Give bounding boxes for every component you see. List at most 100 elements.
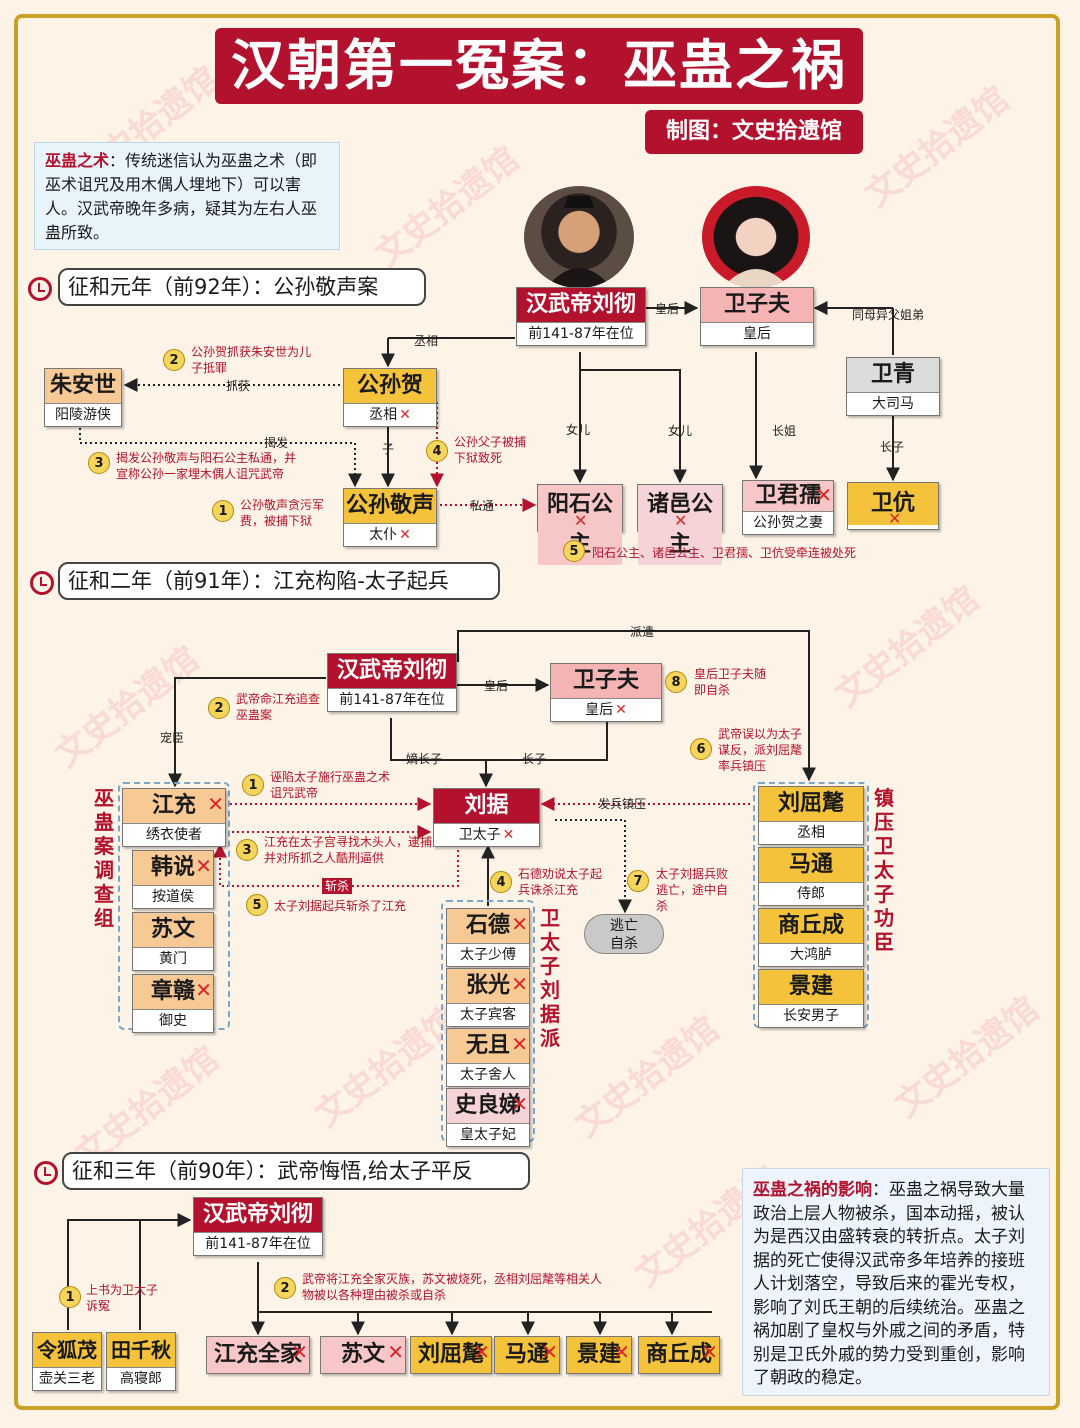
dead-mark: ✕ — [615, 702, 627, 718]
intro-box: 巫蛊之术：传统迷信认为巫蛊之术（即巫术诅咒及用木偶人埋地下）可以害人。汉武帝晚年… — [34, 142, 340, 250]
node-name: 令狐茂 — [33, 1333, 101, 1367]
person-node[interactable]: 刘屈氂✕ — [410, 1336, 492, 1374]
label-zhangzi: 长子 — [880, 440, 905, 454]
credit-banner: 制图：文史拾遗馆 — [645, 110, 863, 154]
step-number: 4 — [490, 871, 512, 893]
clock-icon — [34, 1161, 58, 1185]
node-name: 朱安世 — [45, 369, 121, 403]
node-name: 刘据 — [434, 789, 539, 823]
step-number: 2 — [208, 697, 230, 719]
person-node[interactable]: 石德✕太子少傅 — [446, 908, 530, 967]
zhuanshi-node[interactable]: 朱安世阳陵游侠 — [44, 368, 122, 427]
node-name: 无且 — [447, 1029, 529, 1063]
person-node[interactable]: 史良娣✕皇太子妃 — [446, 1088, 530, 1147]
wudi-node[interactable]: 汉武帝刘彻前141-87年在位 — [516, 287, 646, 346]
node-name: 诸邑公主 — [638, 485, 722, 565]
label-huanghou: 皇后 — [484, 679, 509, 693]
node-name: 张光 — [447, 969, 529, 1003]
label-paiqian: 派遣 — [630, 625, 655, 639]
person-node[interactable]: 韩说✕按道侯 — [132, 850, 214, 909]
person-node[interactable]: 景建长安男子 — [758, 969, 864, 1028]
person-node[interactable]: 江充全家✕ — [206, 1336, 310, 1374]
pill-line: 自杀 — [610, 936, 638, 952]
node-name: 卫青 — [847, 358, 939, 392]
annotation-2-5: 太子刘据起兵斩杀了江充 — [274, 899, 407, 913]
group-label-mid: 卫太子刘据派 — [540, 906, 560, 1050]
node-name: 卫伉 — [848, 483, 938, 525]
dead-mark: ✕ — [207, 792, 224, 816]
node-sub: 阳陵游侠 — [45, 403, 121, 426]
person-node[interactable]: 苏文黄门 — [132, 912, 214, 971]
linghu-node[interactable]: 令狐茂壶关三老 — [32, 1332, 102, 1391]
step-number: 1 — [242, 774, 264, 796]
node-sub: 前141-87年在位 — [517, 322, 645, 345]
weikang-node[interactable]: 卫伉✕ — [847, 482, 939, 530]
dead-mark: ✕ — [195, 854, 212, 878]
node-sub: 绣衣使者 — [123, 823, 225, 846]
label-zi: 子 — [382, 442, 395, 456]
label-fabing: 发兵镇压 — [598, 797, 647, 811]
annotation-1-1: 公孙敬声贪污军费，被捕下狱 — [240, 498, 325, 528]
step-number: 3 — [88, 452, 110, 474]
dead-mark: ✕ — [502, 827, 515, 843]
person-node[interactable]: 景建✕ — [566, 1336, 632, 1374]
label-sitong: 私通 — [470, 499, 495, 513]
group-label-right: 镇压卫太子功臣 — [874, 786, 894, 954]
label-huanghou: 皇后 — [655, 302, 680, 316]
step-number: 2 — [163, 349, 185, 371]
person-node[interactable]: 商丘成✕ — [638, 1336, 720, 1374]
person-node[interactable]: 江充✕绣衣使者 — [122, 788, 226, 847]
person-node[interactable]: 马通✕ — [494, 1336, 560, 1374]
node-name: 商丘成 — [759, 909, 863, 943]
person-node[interactable]: 苏文✕ — [320, 1336, 406, 1374]
node-name: 刘屈氂 — [411, 1337, 491, 1373]
person-node[interactable]: 张光✕太子宾客 — [446, 968, 530, 1027]
node-name: 卫子夫 — [551, 664, 661, 698]
wudi-node-2[interactable]: 汉武帝刘彻前141-87年在位 — [327, 653, 457, 712]
weizifu-portrait-figure — [722, 269, 790, 288]
dead-mark: ✕ — [399, 407, 411, 423]
weijunru-node[interactable]: 卫君孺✕公孙贺之妻 — [742, 480, 834, 535]
node-sub: 大鸿胪 — [759, 943, 863, 966]
dead-mark: ✕ — [387, 1340, 404, 1364]
node-name: 卫君孺 — [743, 481, 833, 511]
node-name: 江充全家 — [207, 1337, 309, 1373]
step-number: 4 — [426, 440, 448, 462]
dead-mark: ✕ — [674, 511, 688, 530]
weizifu-node-2[interactable]: 卫子夫皇后✕ — [550, 663, 662, 722]
person-node[interactable]: 刘屈氂丞相 — [758, 786, 864, 845]
weizifu-node[interactable]: 卫子夫皇后 — [700, 287, 814, 346]
page-title: 汉朝第一冤案：巫蛊之祸 — [215, 28, 863, 104]
label-chengxiang: 丞相 — [414, 334, 439, 348]
person-node[interactable]: 马通侍郎 — [758, 847, 864, 906]
yangshi-node[interactable]: 阳石公主✕ — [537, 484, 623, 565]
liuju-node[interactable]: 刘据卫太子✕ — [433, 788, 540, 847]
node-name: 卫子夫 — [701, 288, 813, 322]
intro-text: 传统迷信认为巫蛊之术（即巫术诅咒及用木偶人埋地下）可以害人。汉武帝晚年多病，疑其… — [45, 151, 318, 242]
gongsunhe-node[interactable]: 公孙贺丞相✕ — [343, 368, 437, 427]
dead-mark: ✕ — [195, 978, 212, 1002]
wudi-node-3[interactable]: 汉武帝刘彻前141-87年在位 — [193, 1197, 323, 1256]
person-node[interactable]: 无且✕太子舍人 — [446, 1028, 530, 1087]
node-sub: 卫太子 — [458, 827, 501, 843]
person-node[interactable]: 商丘成大鸿胪 — [758, 908, 864, 967]
node-name: 田千秋 — [107, 1333, 175, 1367]
node-name: 汉武帝刘彻 — [517, 288, 645, 322]
annotation-2-7: 太子刘据兵败逃亡，途中自杀 — [656, 867, 729, 913]
gongsunjingsheng-node[interactable]: 公孙敬声太仆✕ — [343, 488, 437, 547]
step-number: 1 — [212, 500, 234, 522]
zhuyi-node[interactable]: 诸邑公主✕ — [637, 484, 723, 565]
tianqianqiu-node[interactable]: 田千秋高寝郎 — [106, 1332, 176, 1391]
weiqing-node[interactable]: 卫青大司马 — [846, 357, 940, 416]
node-name: 商丘成 — [639, 1337, 719, 1373]
dead-mark: ✕ — [473, 1340, 490, 1364]
node-name: 马通 — [759, 848, 863, 882]
annotation-3-2: 武帝将江充全家灭族，苏文被烧死，丞相刘屈氂等相关人物被以各种理由被杀或自杀 — [302, 1272, 603, 1302]
person-node[interactable]: 章赣✕御史 — [132, 974, 214, 1033]
node-sub: 太子少傅 — [447, 943, 529, 966]
step-number: 7 — [627, 870, 649, 892]
node-sub: 侍郎 — [759, 882, 863, 905]
dead-mark: ✕ — [541, 1340, 558, 1364]
label-nver-1: 女儿 — [566, 423, 591, 437]
annotation-2-6: 武帝误以为太子谋反，派刘屈氂率兵镇压 — [718, 727, 803, 773]
